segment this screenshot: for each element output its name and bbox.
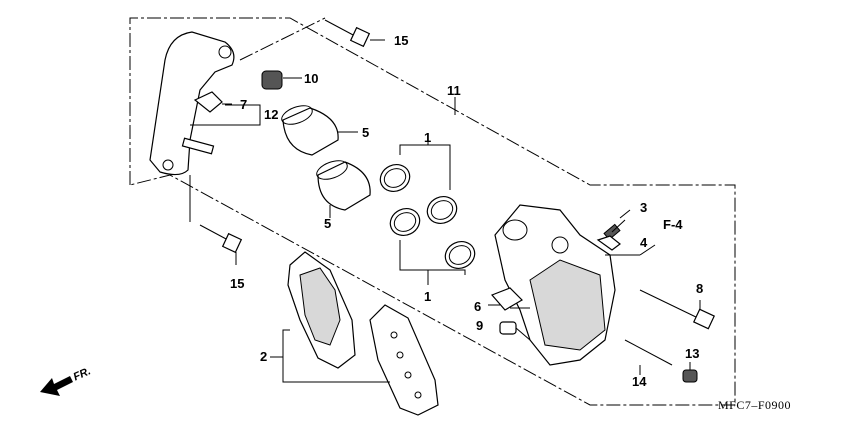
callout-6: 6 xyxy=(474,299,482,314)
callout-11: 11 xyxy=(447,83,461,98)
pad-bracket-line xyxy=(282,329,390,383)
caliper-bracket xyxy=(149,31,235,176)
callout-14: 14 xyxy=(632,374,647,389)
callout-5-lower: 5 xyxy=(324,216,332,231)
callout-12: 12 xyxy=(264,107,279,122)
pad-clip xyxy=(193,91,232,113)
seal-group-boundary xyxy=(239,17,326,61)
bleed-cap xyxy=(261,70,302,90)
bolt-bottom xyxy=(189,175,243,265)
pad-spring xyxy=(488,287,523,311)
pin-cap xyxy=(682,362,698,383)
callout-15-top: 15 xyxy=(394,33,409,48)
callout-7: 7 xyxy=(240,97,248,112)
arrow-down-left-icon xyxy=(40,376,73,396)
reference-label: F-4 xyxy=(663,217,683,232)
bleeder-valve xyxy=(603,209,631,241)
callout-1-upper: 1 xyxy=(424,130,432,145)
slide-pin xyxy=(624,339,673,375)
assembly-boundary xyxy=(129,17,736,406)
piston-upper xyxy=(281,105,358,156)
brake-pad-outer xyxy=(369,304,439,416)
set-bracket-line xyxy=(190,104,261,126)
callout-4: 4 xyxy=(640,235,648,250)
callout-9: 9 xyxy=(476,318,484,333)
callout-8: 8 xyxy=(696,281,704,296)
callout-15-bottom: 15 xyxy=(230,276,245,291)
piston-seals xyxy=(379,140,476,285)
pin-bolt xyxy=(639,289,716,330)
bolt-top xyxy=(324,19,385,48)
piston-lower xyxy=(316,160,371,218)
callout-2: 2 xyxy=(260,349,268,364)
pin-boot xyxy=(499,321,531,341)
callout-13: 13 xyxy=(685,346,700,361)
caliper-body xyxy=(494,204,656,366)
callout-10: 10 xyxy=(304,71,319,86)
callout-3: 3 xyxy=(640,200,648,215)
retaining-clip xyxy=(596,235,621,251)
brake-pad-inner xyxy=(287,251,356,369)
diagram-code: MFC7‒F0900 xyxy=(718,398,792,412)
callout-1-lower: 1 xyxy=(424,289,432,304)
callout-5-upper: 5 xyxy=(362,125,370,140)
